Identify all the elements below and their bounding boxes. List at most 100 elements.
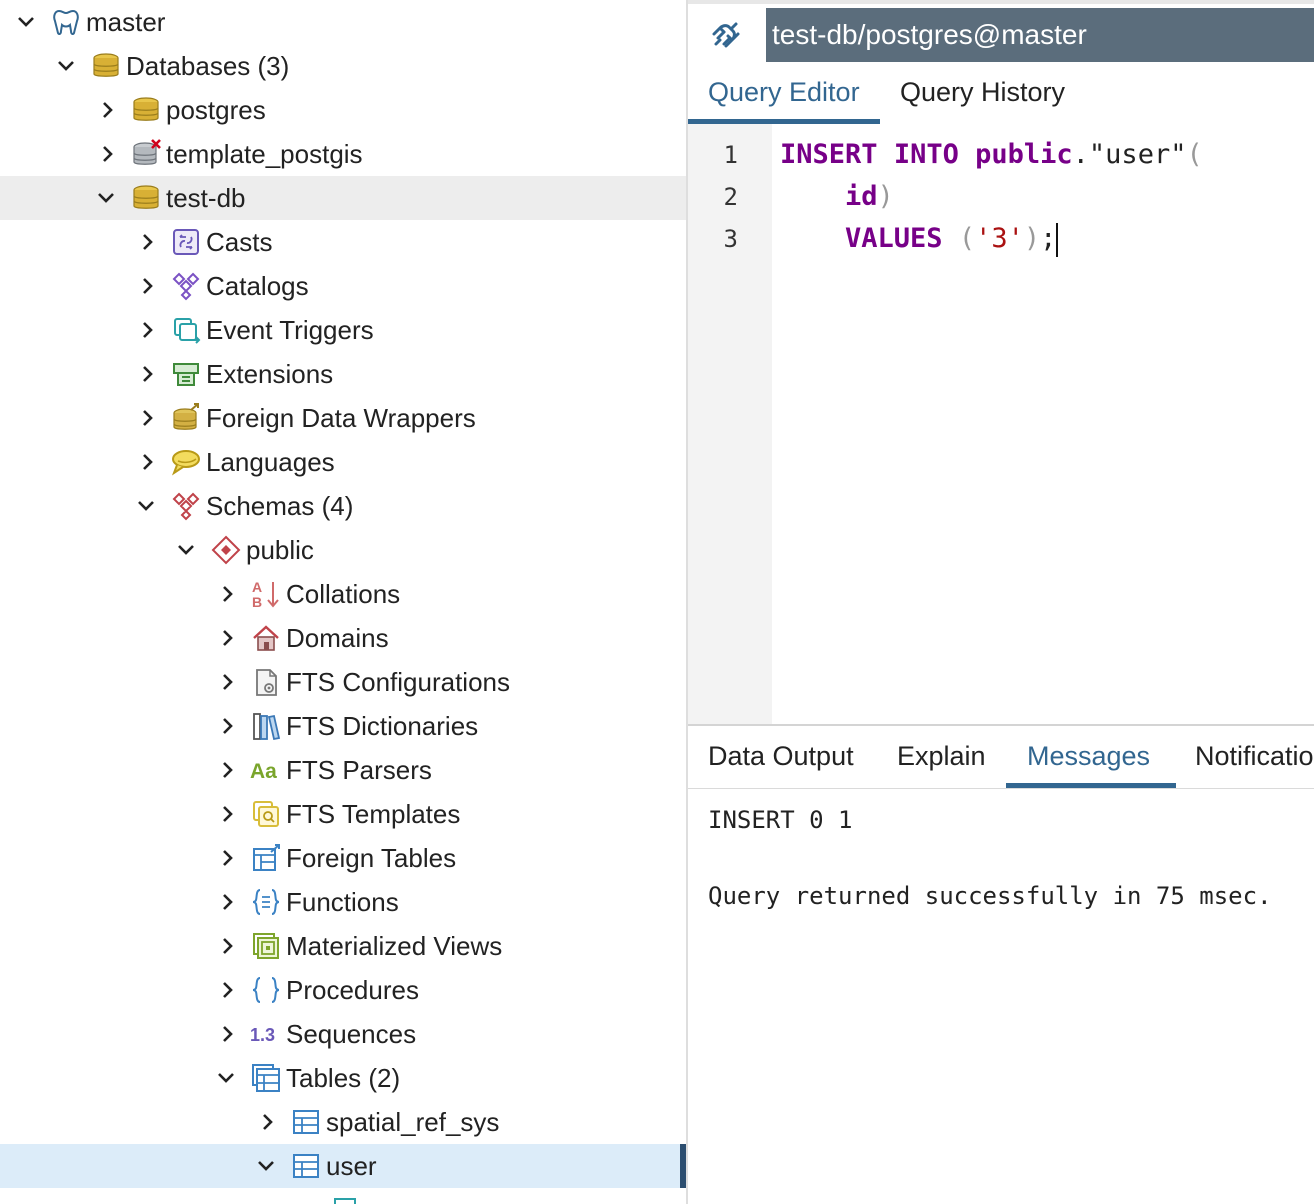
panel-splitter[interactable] (686, 0, 688, 1204)
chevron-right-icon[interactable] (216, 748, 240, 792)
tree-label: Extensions (206, 359, 334, 389)
chevron-down-icon[interactable] (214, 1056, 238, 1100)
fts-dictionaries-icon (250, 711, 282, 741)
chevron-right-icon[interactable] (216, 968, 240, 1012)
chevron-right-icon[interactable] (136, 264, 160, 308)
tree-label: Languages (206, 447, 335, 477)
chevron-right-icon[interactable] (216, 792, 240, 836)
tree-item-foreign-data-wrappers[interactable]: Foreign Data Wrappers (0, 396, 686, 440)
svg-text:Aa: Aa (250, 760, 277, 783)
tree-label: Procedures (286, 975, 419, 1005)
message-line: INSERT 0 1 (708, 806, 853, 834)
tree-label: Collations (286, 579, 401, 609)
databases-icon (90, 51, 122, 81)
chevron-down-icon[interactable] (54, 44, 78, 88)
tree-label: master (86, 7, 166, 37)
tree-item-catalogs[interactable]: Catalogs (0, 264, 686, 308)
chevron-right-icon[interactable] (136, 220, 160, 264)
tree-item-test-db[interactable]: test-db (0, 176, 686, 220)
tree-label: spatial_ref_sys (326, 1107, 500, 1137)
chevron-right-icon[interactable] (216, 660, 240, 704)
tree-item-partial[interactable] (0, 1188, 686, 1204)
connection-status-icon[interactable] (706, 14, 746, 54)
tab-data-output[interactable]: Data Output (708, 741, 854, 771)
server-icon (50, 7, 82, 37)
tree-item-template-postgis[interactable]: template_postgis (0, 132, 686, 176)
chevron-down-icon[interactable] (254, 1144, 278, 1188)
chevron-right-icon[interactable] (216, 572, 240, 616)
code-line: INSERT INTO public."user"( (780, 134, 1203, 176)
tree-item-procedures[interactable]: Procedures (0, 968, 686, 1012)
sql-text: . (1072, 139, 1089, 170)
svg-text:A: A (252, 579, 262, 595)
chevron-right-icon[interactable] (136, 440, 160, 484)
chevron-right-icon[interactable] (216, 704, 240, 748)
chevron-right-icon[interactable] (136, 308, 160, 352)
chevron-right-icon[interactable] (216, 924, 240, 968)
chevron-down-icon[interactable] (134, 484, 158, 528)
tree-item-fts-templates[interactable]: FTS Templates (0, 792, 686, 836)
tree-label: postgres (166, 95, 266, 125)
foreign-data-wrappers-icon (170, 403, 202, 433)
tree-item-languages[interactable]: Languages (0, 440, 686, 484)
tree-item-functions[interactable]: Functions (0, 880, 686, 924)
code-line: VALUES ('3'); (780, 218, 1059, 260)
tree-item-public[interactable]: public (0, 528, 686, 572)
tree-item-postgres[interactable]: postgres (0, 88, 686, 132)
tree-item-fts-parsers[interactable]: Aa FTS Parsers (0, 748, 686, 792)
chevron-right-icon[interactable] (96, 88, 120, 132)
tree-item-databases[interactable]: Databases (3) (0, 44, 686, 88)
foreign-tables-icon (250, 843, 282, 873)
tree-label: Databases (3) (126, 51, 290, 81)
chevron-right-icon[interactable] (216, 1012, 240, 1056)
tree-item-domains[interactable]: Domains (0, 616, 686, 660)
connection-title: test-db/postgres@master (772, 19, 1087, 50)
tree-item-master[interactable]: master (0, 0, 686, 44)
chevron-right-icon[interactable] (256, 1100, 280, 1144)
tree-item-tables[interactable]: Tables (2) (0, 1056, 686, 1100)
sql-editor[interactable]: 1 2 3 INSERT INTO public."user"( id) VAL… (688, 124, 1314, 724)
chevron-right-icon[interactable] (216, 616, 240, 660)
tree-item-fts-dictionaries[interactable]: FTS Dictionaries (0, 704, 686, 748)
tree-item-user[interactable]: user (0, 1144, 686, 1188)
tab-messages[interactable]: Messages (1027, 741, 1151, 771)
tree-label: test-db (166, 183, 246, 213)
tab-notifications[interactable]: Notifications (1195, 741, 1314, 771)
toolbar-strip (688, 0, 1314, 4)
tree-label: user (326, 1151, 377, 1181)
tree-label: Functions (286, 887, 399, 917)
tree-item-foreign-tables[interactable]: Foreign Tables (0, 836, 686, 880)
line-number: 2 (723, 183, 738, 211)
chevron-down-icon[interactable] (14, 0, 38, 44)
tree-item-spatial-ref-sys[interactable]: spatial_ref_sys (0, 1100, 686, 1144)
tree-label: Casts (206, 227, 273, 257)
tree-item-schemas[interactable]: Schemas (4) (0, 484, 686, 528)
sql-identifier: "user" (1088, 139, 1187, 170)
sequences-icon: 1.3 (250, 1019, 282, 1049)
chevron-right-icon[interactable] (216, 836, 240, 880)
connection-title-bar (766, 8, 1314, 62)
chevron-down-icon[interactable] (94, 176, 118, 220)
tree-item-event-triggers[interactable]: Event Triggers (0, 308, 686, 352)
chevron-right-icon[interactable] (96, 132, 120, 176)
tree-item-casts[interactable]: Casts (0, 220, 686, 264)
tree-label: Materialized Views (286, 931, 503, 961)
chevron-right-icon[interactable] (216, 880, 240, 924)
tree-item-sequences[interactable]: 1.3 Sequences (0, 1012, 686, 1056)
chevron-down-icon[interactable] (174, 528, 198, 572)
tab-query-history[interactable]: Query History (900, 77, 1066, 107)
tree-item-fts-configurations[interactable]: FTS Configurations (0, 660, 686, 704)
chevron-right-icon[interactable] (136, 352, 160, 396)
procedures-icon (250, 975, 282, 1005)
sql-string: '3' (975, 223, 1024, 254)
tab-explain[interactable]: Explain (897, 741, 986, 771)
tree-item-materialized-views[interactable]: Materialized Views (0, 924, 686, 968)
svg-text:B: B (252, 594, 262, 609)
results-divider[interactable] (688, 724, 1314, 726)
tree-item-extensions[interactable]: Extensions (0, 352, 686, 396)
code-line: id) (780, 176, 894, 218)
tab-query-editor[interactable]: Query Editor (708, 77, 860, 107)
chevron-right-icon[interactable] (136, 396, 160, 440)
